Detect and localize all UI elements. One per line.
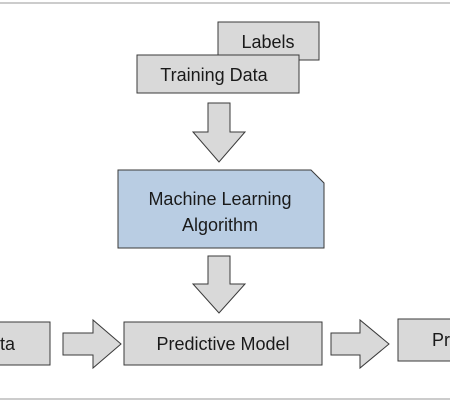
- predictive-model-box: Predictive Model: [123, 321, 323, 366]
- labels-box-text: Labels: [241, 32, 294, 52]
- arrow-down-2: [191, 255, 247, 314]
- arrow-right-1: [62, 318, 122, 370]
- predictive-model-box-text: Predictive Model: [156, 334, 289, 354]
- input-data-box-shape: [0, 321, 51, 366]
- training-data-box-shape: [136, 54, 300, 94]
- output-box-text: Pr: [432, 330, 450, 350]
- arrow-right-2: [330, 318, 390, 370]
- training-data-box: Training Data: [136, 54, 300, 94]
- ml-algorithm-line-1: Machine Learning: [148, 189, 291, 209]
- ml-algorithm-box-shape: [117, 169, 325, 249]
- ml-algorithm-line-2: Algorithm: [182, 215, 258, 235]
- input-data-box: ta: [0, 321, 51, 366]
- predictive-model-box-shape: [123, 321, 323, 366]
- labels-box: Labels: [217, 21, 320, 61]
- ml-algorithm-box: Machine Learning Algorithm: [117, 169, 325, 249]
- arrow-down-1: [191, 102, 247, 163]
- input-data-box-text: ta: [0, 334, 16, 354]
- training-data-box-text: Training Data: [160, 65, 268, 85]
- labels-box-shape: [217, 21, 320, 61]
- output-box-shape: [397, 318, 450, 362]
- output-box: Pr: [397, 318, 450, 362]
